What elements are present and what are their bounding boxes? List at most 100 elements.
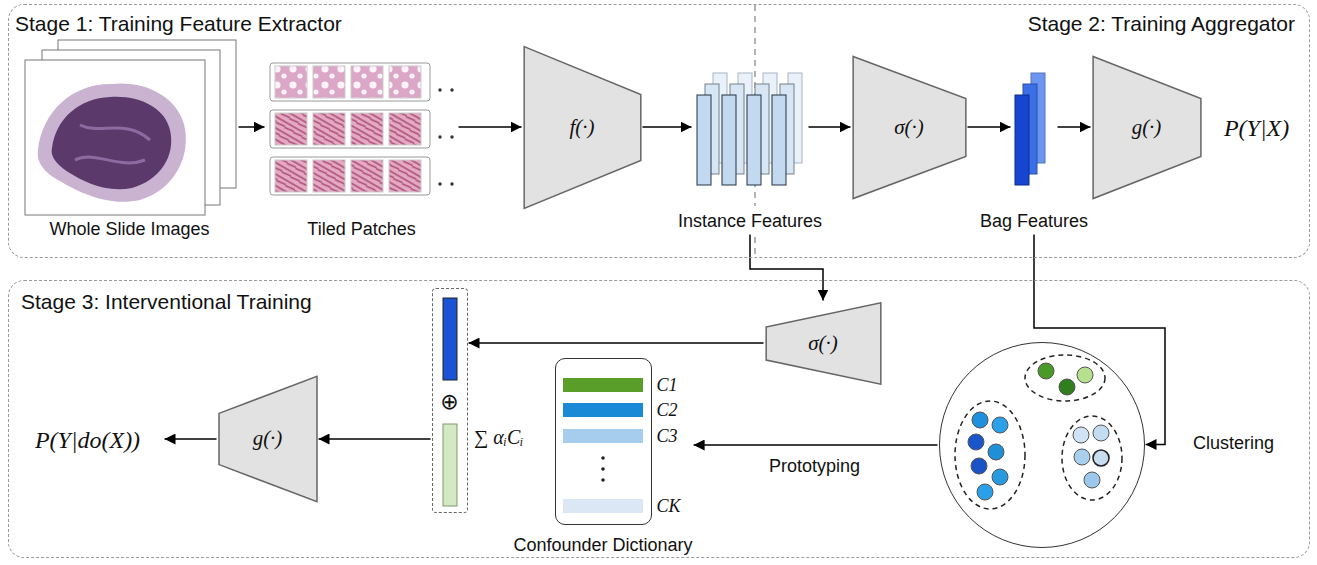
formula-node: P(Y|do(X)): [12, 421, 164, 459]
cluster-point: [971, 458, 987, 474]
arrow-connector: [1058, 126, 1091, 128]
prototype-bar: [563, 429, 643, 443]
bag-bar: [443, 298, 457, 380]
stage-title: Stage 3: Interventional Training: [21, 289, 312, 314]
prototype-bar: [563, 499, 643, 513]
stage-region: Stage 3: Interventional TrainingP(Y|do(X…: [8, 280, 1310, 558]
function-label: g(·): [253, 426, 283, 451]
cluster-point: [1093, 450, 1109, 466]
network-block: σ(·): [852, 55, 967, 200]
caption-label: Confounder Dictionary: [513, 535, 692, 556]
cluster-point: [1093, 425, 1109, 441]
stage-region: Stage 1: Training Feature ExtractorStage…: [8, 4, 1310, 258]
caption-label: Bag Features: [980, 211, 1088, 232]
bag-bar: [1015, 95, 1029, 185]
prototype-bar: [563, 378, 643, 392]
cluster-point: [1084, 472, 1100, 488]
ellipsis-dot: [601, 467, 605, 471]
arrow-connector: [319, 438, 431, 440]
cluster-point: [1074, 449, 1090, 465]
feature-bar: [697, 95, 711, 185]
operator-symbol: ⊕: [433, 389, 467, 415]
trapezoid-shape: [853, 56, 966, 198]
cluster-point: [1073, 427, 1089, 443]
slide-sheet: [25, 60, 205, 215]
patch: [351, 113, 383, 145]
illustration-group: Whole Slide Images: [22, 40, 238, 218]
confounder-bar: [443, 424, 457, 506]
edge-label: Clustering: [1190, 433, 1277, 454]
patch-row: [270, 157, 430, 195]
caption-label: Whole Slide Images: [49, 219, 209, 240]
formula-node: P(Y|X): [1206, 109, 1308, 147]
cluster-point: [1059, 379, 1075, 395]
arrow-connector: [809, 126, 851, 128]
cluster-point: [988, 444, 1004, 460]
ellipsis-dot: [601, 456, 605, 460]
cluster-point: [972, 412, 988, 428]
arrow-connector: [968, 126, 1011, 128]
function-label: f(·): [569, 115, 594, 140]
patch: [389, 160, 421, 192]
cluster-point: [977, 484, 993, 500]
cluster-point: [1077, 367, 1093, 383]
patch: [275, 113, 307, 145]
trapezoid-shape: [524, 46, 641, 208]
arrow-connector: [239, 126, 265, 128]
patch: [313, 160, 345, 192]
cluster-point: [1038, 363, 1054, 379]
patch: [313, 66, 345, 98]
arrow-connector: [459, 126, 522, 128]
tissue-streak: [75, 125, 150, 163]
trapezoid-shape: [219, 376, 317, 501]
feature-bar: [722, 95, 736, 185]
feature-bar: [747, 95, 761, 185]
arrow-connector: [750, 235, 823, 301]
function-label: σ(·): [894, 115, 924, 140]
ellipsis-dot: [438, 88, 441, 91]
network-block: g(·): [1092, 55, 1202, 200]
network-block: f(·): [523, 45, 642, 210]
patch: [313, 113, 345, 145]
illustration-group: Bag Features: [1012, 62, 1057, 190]
feature-bar: [772, 95, 786, 185]
patch: [351, 160, 383, 192]
concat-box: ⊕: [432, 288, 468, 513]
ellipsis-dot: [438, 182, 441, 185]
function-label: σ(·): [808, 331, 838, 356]
illustration-group: Instance Features: [693, 62, 808, 190]
prototype-label: C2: [657, 400, 678, 421]
ellipsis-dot: [450, 182, 453, 185]
ellipsis-dot: [601, 478, 605, 482]
arrow-connector: [694, 444, 938, 446]
arrow-connector: [165, 438, 217, 440]
tissue-core: [52, 97, 172, 189]
caption-label: Instance Features: [678, 211, 822, 232]
stage-divider: [754, 237, 756, 257]
arrow-connector: [643, 126, 692, 128]
illustration-group: Tiled Patches: [266, 58, 458, 198]
cluster-point: [992, 417, 1008, 433]
function-label: g(·): [1132, 115, 1162, 140]
cluster-circle: [939, 342, 1145, 548]
stage-title: Stage 1: Training Feature Extractor: [15, 11, 342, 36]
prototype-bar: [563, 403, 643, 417]
arrow-connector: [1034, 235, 1165, 445]
prototype-label: CK: [657, 496, 681, 517]
formula-label: ∑ αᵢCᵢ: [474, 425, 523, 449]
edge-label: Prototyping: [766, 456, 863, 477]
cluster-outline: [1062, 416, 1122, 500]
probability-label: P(Y|do(X)): [35, 426, 140, 454]
cluster-outline: [1025, 355, 1105, 401]
network-block: σ(·): [765, 302, 882, 385]
patch-row: [270, 63, 430, 101]
patch: [389, 66, 421, 98]
tissue-halo: [38, 83, 186, 201]
prototype-label: C1: [657, 375, 678, 396]
prototype-label: C3: [657, 426, 678, 447]
patch: [351, 66, 383, 98]
dictionary-box: C1C2C3CKConfounder Dictionary: [555, 358, 652, 525]
ellipsis-dot: [438, 135, 441, 138]
cluster-outline: [955, 401, 1025, 509]
